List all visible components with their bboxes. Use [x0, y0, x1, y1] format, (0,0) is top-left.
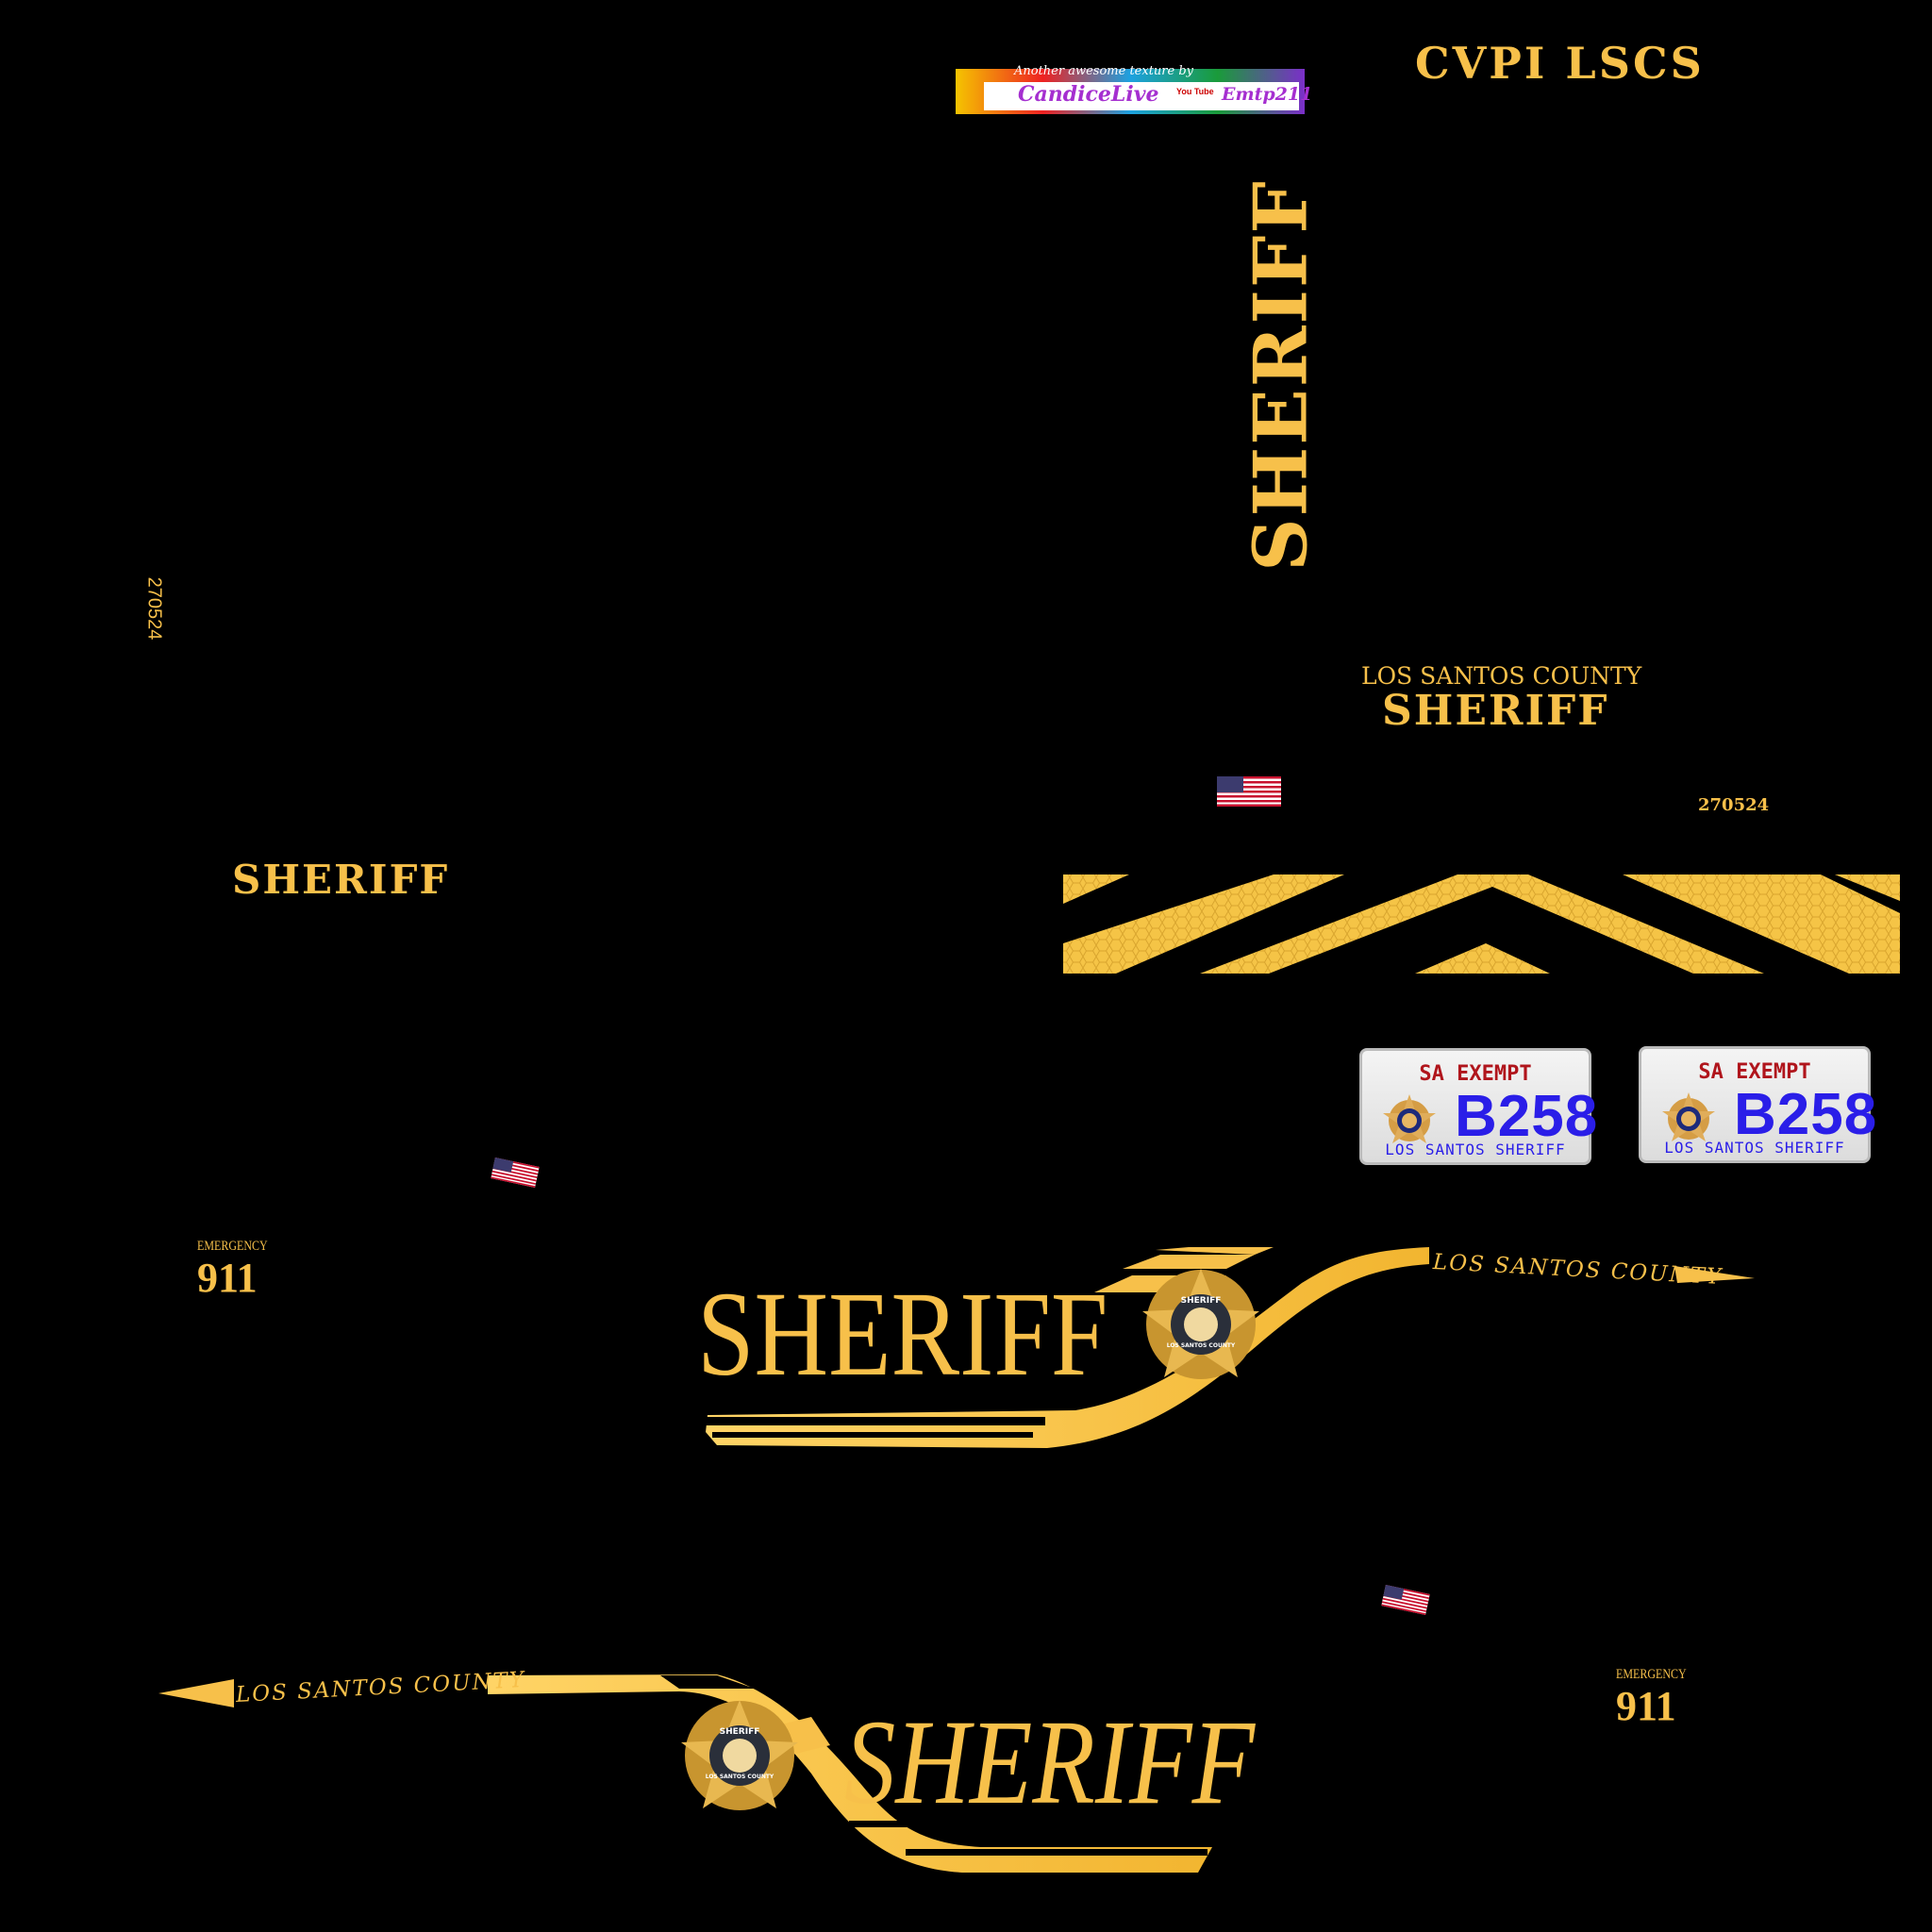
unit-number-rotated: 270524 — [143, 576, 165, 641]
plate-footer: LOS SANTOS SHERIFF — [1664, 1139, 1845, 1157]
us-flag-icon — [1381, 1584, 1430, 1616]
emergency-number: 911 — [1616, 1683, 1676, 1729]
badge-top-text: SHERIFF — [719, 1727, 760, 1737]
side-right-sheriff-label: SHERIFF — [697, 1267, 1108, 1401]
banner-psn-name: Emtp211 — [1222, 84, 1313, 105]
plate-footer: LOS SANTOS SHERIFF — [1385, 1141, 1566, 1158]
sheriff-star-icon — [1662, 1092, 1715, 1141]
badge-top-text: SHERIFF — [1180, 1296, 1222, 1306]
us-flag-icon — [1217, 776, 1281, 807]
roof-sheriff-label: SHERIFF — [1382, 687, 1609, 735]
author-watermark-banner: Another awesome texture by CandiceLive Y… — [937, 31, 1312, 118]
roof-county-label: LOS SANTOS COUNTY — [1361, 662, 1642, 690]
side-stripe-right — [706, 1247, 1755, 1448]
chevron-band — [1063, 874, 1900, 974]
emergency-label: EMERGENCY — [197, 1239, 268, 1254]
banner-tagline: Another awesome texture by — [1014, 64, 1193, 78]
chevron-segment — [1063, 874, 1344, 974]
side-left-sheriff-label: SHERIFF — [844, 1695, 1256, 1829]
texture-title: CVPI LSCS — [1415, 38, 1705, 89]
us-flag-icon — [491, 1157, 540, 1189]
sheriff-star-icon — [1383, 1094, 1436, 1143]
roof-vertical-sheriff: SHERIFF — [1238, 179, 1324, 572]
banner-facebook-name: CandiceLive — [1018, 82, 1159, 107]
emergency-number: 911 — [197, 1255, 258, 1301]
rear-sheriff-label: SHERIFF — [232, 857, 450, 903]
license-plate: SA EXEMPT B258 LOS SANTOS SHERIFF — [1359, 1048, 1597, 1165]
badge-bottom-text: LOS SANTOS COUNTY — [1166, 1342, 1236, 1349]
plate-header: SA EXEMPT — [1419, 1062, 1532, 1086]
chevron-segment — [1835, 874, 1900, 901]
chevron-segment — [1063, 874, 1129, 904]
chevron-segment — [1623, 874, 1900, 974]
youtube-icon: You Tube — [1176, 87, 1214, 96]
plate-number: B258 — [1455, 1084, 1599, 1149]
side-stripe-left — [158, 1674, 1212, 1873]
license-plate: SA EXEMPT B258 LOS SANTOS SHERIFF — [1639, 1046, 1876, 1163]
plate-header: SA EXEMPT — [1698, 1060, 1811, 1084]
emergency-label: EMERGENCY — [1616, 1667, 1687, 1682]
chevron-segment — [1200, 874, 1764, 974]
chevron-segment — [1415, 943, 1550, 974]
badge-bottom-text: LOS SANTOS COUNTY — [705, 1774, 774, 1780]
roof-unit-number: 270524 — [1698, 795, 1770, 815]
plate-number: B258 — [1734, 1082, 1878, 1147]
